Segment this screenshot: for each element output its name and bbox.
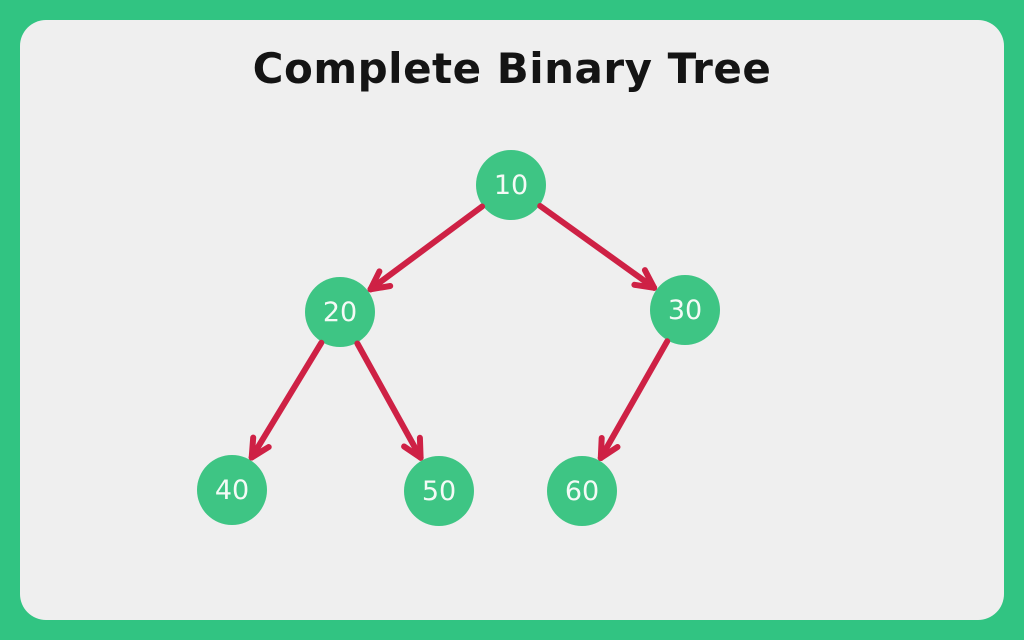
tree-node-10: 10	[476, 150, 546, 220]
tree-node-50: 50	[404, 456, 474, 526]
tree-node-label: 40	[214, 474, 250, 506]
tree-node-label: 10	[493, 169, 529, 201]
tree-node-60: 60	[547, 456, 617, 526]
diagram-panel	[20, 20, 1004, 620]
tree-node-label: 20	[322, 296, 358, 328]
tree-node-label: 60	[564, 475, 600, 507]
tree-node-label: 30	[667, 294, 703, 326]
tree-node-20: 20	[305, 277, 375, 347]
diagram-title: Complete Binary Tree	[252, 44, 772, 93]
tree-node-40: 40	[197, 455, 267, 525]
tree-node-30: 30	[650, 275, 720, 345]
tree-node-label: 50	[421, 475, 457, 507]
